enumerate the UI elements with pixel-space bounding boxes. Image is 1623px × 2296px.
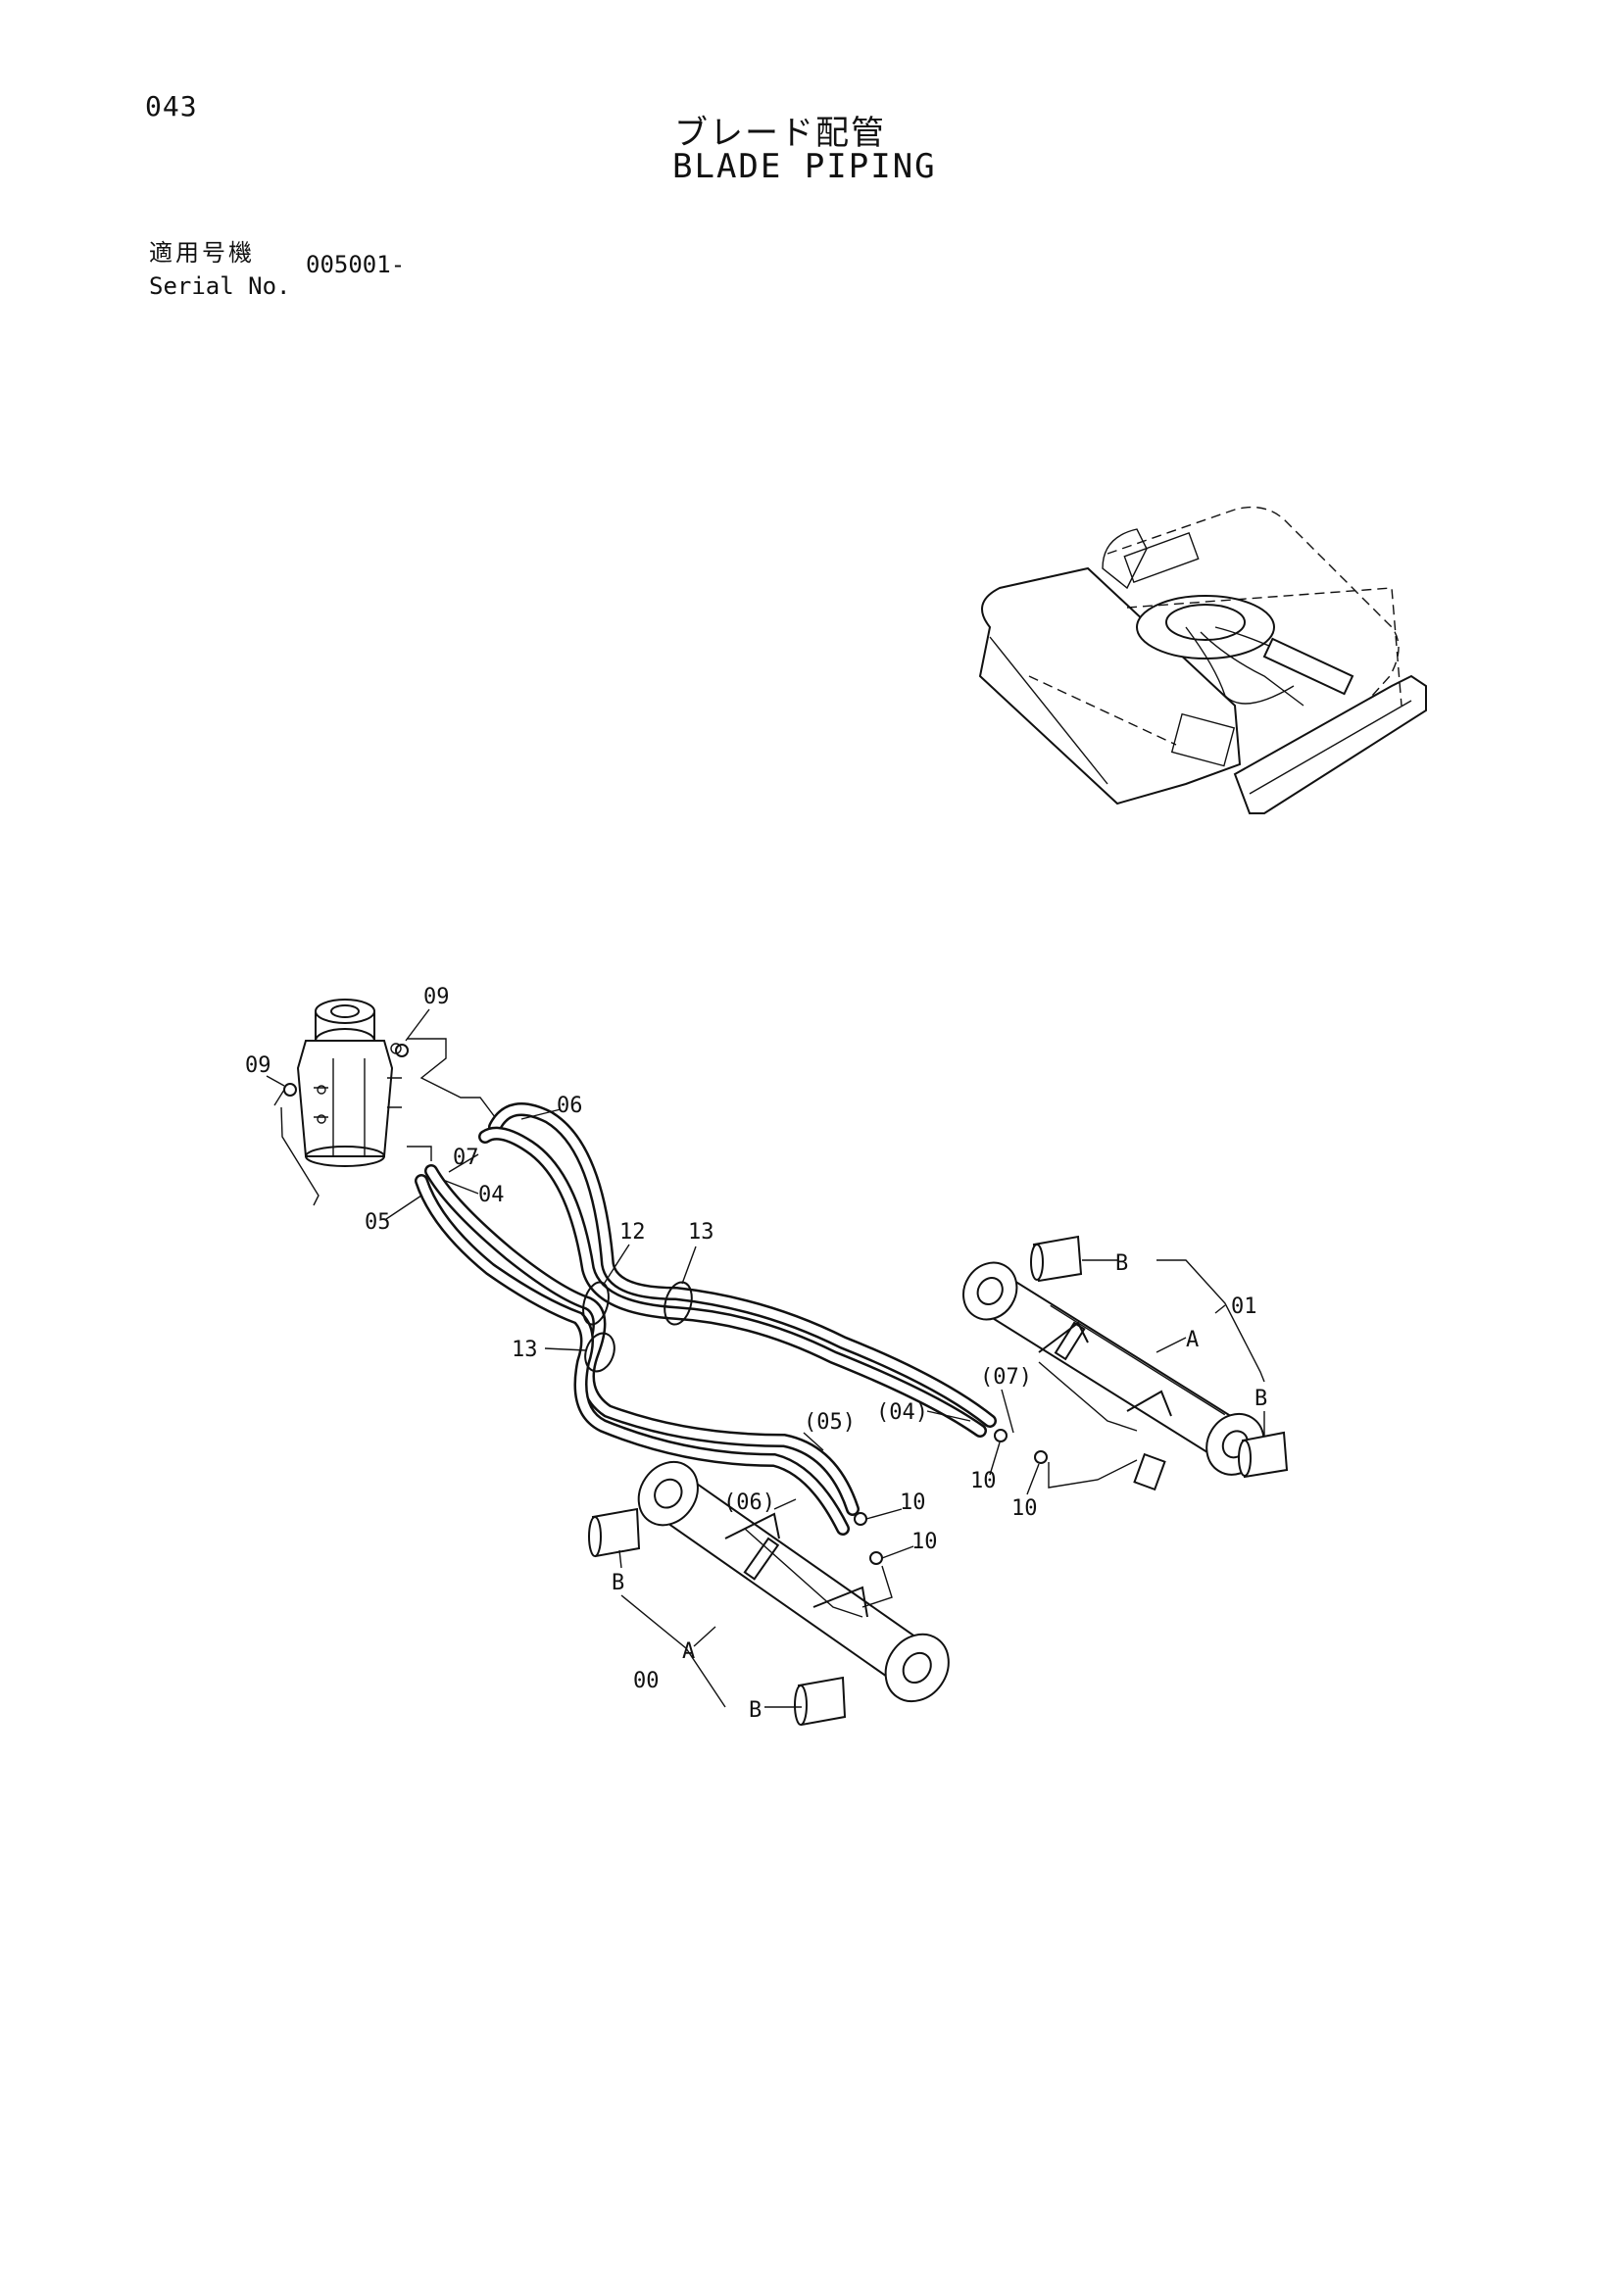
callout-00: 00	[633, 1669, 660, 1693]
callout-A-01: A	[1186, 1328, 1199, 1352]
callout-13-upper: 13	[688, 1220, 714, 1245]
callout-01: 01	[1231, 1295, 1257, 1319]
page-number: 043	[145, 90, 198, 122]
leader-lines	[266, 1008, 1265, 1708]
callout-12: 12	[619, 1220, 646, 1245]
callout-06-ref: (06)	[723, 1490, 775, 1515]
callout-05-ref: (05)	[804, 1410, 856, 1435]
callout-04: 04	[478, 1183, 505, 1207]
serial-label-en: Serial No.	[149, 272, 291, 300]
page-title-en: BLADE PIPING	[672, 147, 937, 186]
hose-bundle	[415, 1102, 997, 1536]
page-title-jp: ブレード配管	[674, 114, 886, 153]
cylinder-00	[588, 1460, 950, 1727]
callout-10-c: 10	[900, 1490, 926, 1515]
callout-09-top: 09	[423, 985, 450, 1009]
callout-06: 06	[557, 1094, 583, 1118]
serial-label-jp: 適用号機	[149, 239, 255, 267]
callout-A-00: A	[682, 1639, 695, 1664]
callout-B-00-bottom: B	[749, 1698, 762, 1723]
callout-labels: 09 09 06 07 04 05 12 13 13 (05) (04) (07…	[245, 985, 1267, 1723]
callout-07-ref: (07)	[980, 1365, 1032, 1390]
callout-13-left: 13	[512, 1338, 538, 1362]
callout-04-ref: (04)	[876, 1400, 928, 1425]
callout-10-d: 10	[911, 1530, 938, 1554]
undercarriage-overview	[978, 506, 1427, 814]
callout-B-01-top: B	[1115, 1251, 1128, 1276]
callout-10-b: 10	[1011, 1496, 1038, 1521]
callout-B-01-bottom: B	[1254, 1387, 1267, 1411]
swivel-joint	[273, 999, 409, 1167]
callout-05: 05	[365, 1210, 391, 1235]
cylinder-01	[962, 1235, 1289, 1491]
callout-07: 07	[453, 1146, 479, 1170]
callout-09-left: 09	[245, 1053, 271, 1078]
callout-B-00-left: B	[612, 1571, 624, 1595]
callout-10-a: 10	[970, 1469, 997, 1493]
serial-number: 005001-	[306, 251, 406, 278]
